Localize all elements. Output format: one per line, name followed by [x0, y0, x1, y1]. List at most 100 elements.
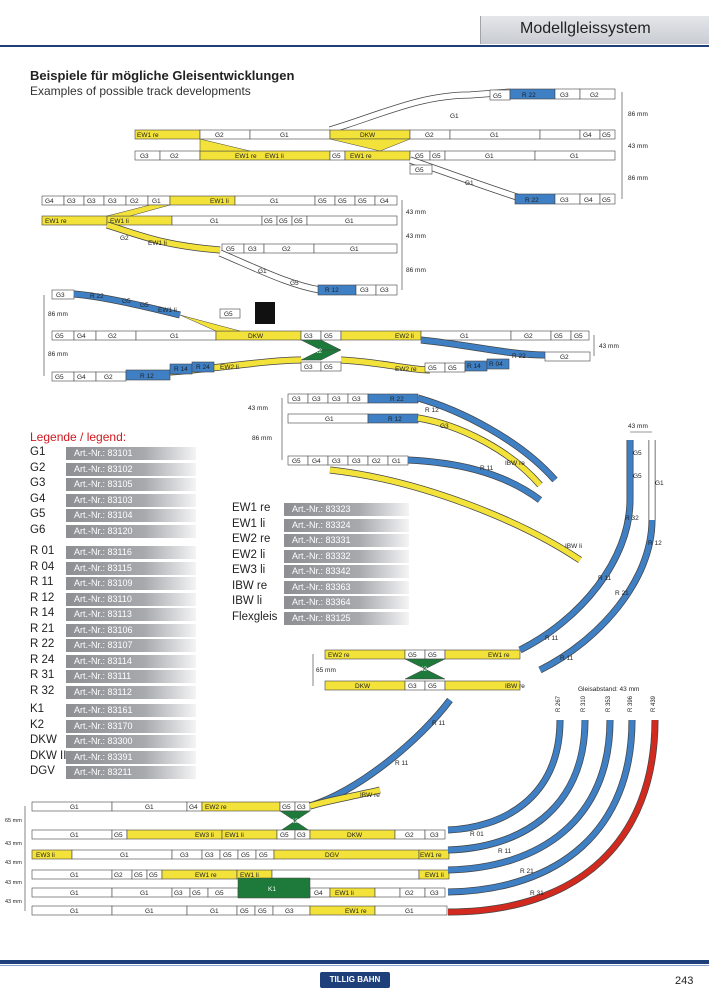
svg-text:G1: G1 — [465, 180, 474, 187]
svg-text:G5: G5 — [428, 365, 437, 372]
svg-text:G5: G5 — [55, 374, 64, 381]
svg-text:G1: G1 — [270, 198, 279, 205]
legend-col2-item-name: EW2 re — [232, 533, 271, 545]
radius-label-439: R 439 — [651, 695, 657, 712]
svg-text:DKW: DKW — [347, 832, 363, 839]
legend-col1-item-name: G3 — [30, 477, 46, 489]
svg-text:EW1 li: EW1 li — [210, 198, 229, 205]
legend-col1-item-name: G4 — [30, 492, 46, 505]
svg-text:G5: G5 — [280, 832, 289, 839]
svg-text:G1: G1 — [170, 333, 179, 340]
svg-text:G5: G5 — [428, 683, 437, 690]
svg-text:G4: G4 — [584, 197, 593, 204]
legend-col1-item-name: R 24 — [30, 653, 55, 666]
svg-text:G5: G5 — [633, 450, 642, 457]
legend-col1-item-name: R 14 — [30, 607, 55, 619]
svg-text:G5: G5 — [324, 333, 333, 340]
svg-text:K2: K2 — [314, 348, 322, 355]
dim-43-a: 43 mm — [628, 143, 648, 150]
svg-text:G3: G3 — [304, 333, 313, 340]
svg-text:G5: G5 — [318, 198, 327, 205]
svg-text:G5: G5 — [554, 333, 563, 340]
svg-text:G1: G1 — [120, 852, 129, 859]
svg-text:G3: G3 — [430, 832, 439, 839]
legend-col1-item-name: R 12 — [30, 591, 55, 604]
legend-col1-item-article-number: Art.-Nr.: 83110 — [66, 592, 196, 606]
legend-col1-item-name: DKW II — [30, 749, 67, 762]
svg-text:R 24: R 24 — [196, 364, 210, 371]
dim-43-c: 43 mm — [406, 233, 426, 240]
svg-text:EW1 li: EW1 li — [425, 872, 444, 879]
svg-text:R 11: R 11 — [560, 655, 574, 662]
dim-43-d: 43 mm — [599, 343, 619, 350]
dim-43-i: 43 mm — [5, 880, 22, 886]
svg-text:G3: G3 — [140, 153, 149, 160]
dim-43-b: 43 mm — [406, 209, 426, 216]
svg-text:G1: G1 — [152, 198, 161, 205]
svg-text:R 14: R 14 — [467, 363, 481, 370]
legend-col2-item-article-number: Art.-Nr.: 83332 — [284, 549, 409, 563]
legend-col2-item-name: EW1 li — [232, 517, 266, 530]
svg-text:G3: G3 — [108, 198, 117, 205]
svg-text:G1: G1 — [490, 132, 499, 139]
svg-text:G2: G2 — [120, 235, 129, 242]
legend-col1-item-article-number: Art.-Nr.: 83391 — [66, 750, 196, 764]
legend-col1-item-article-number: Art.-Nr.: 83161 — [66, 704, 196, 717]
svg-text:G5: G5 — [428, 652, 437, 659]
svg-text:EW2 re: EW2 re — [395, 366, 417, 373]
svg-text:G1: G1 — [655, 480, 664, 487]
svg-text:G1: G1 — [145, 804, 154, 811]
legend-col2-item-article-number: Art.-Nr.: 83363 — [284, 580, 409, 594]
svg-text:R 22: R 22 — [522, 92, 536, 99]
svg-text:G5: G5 — [282, 804, 291, 811]
legend-col1-item-article-number: Art.-Nr.: 83103 — [66, 493, 196, 507]
svg-text:G3: G3 — [297, 804, 306, 811]
svg-text:G3: G3 — [56, 292, 65, 299]
header-tab — [480, 16, 709, 44]
svg-text:IBW li: IBW li — [565, 543, 582, 550]
svg-text:EW3 li: EW3 li — [36, 852, 55, 859]
dim-43-e: 43 mm — [628, 423, 648, 430]
svg-text:G3: G3 — [352, 396, 361, 403]
svg-text:G2: G2 — [282, 246, 291, 253]
svg-text:EW1 re: EW1 re — [195, 872, 217, 879]
svg-text:R 22: R 22 — [525, 197, 539, 204]
svg-text:R 21: R 21 — [520, 868, 534, 875]
svg-text:G1: G1 — [145, 908, 154, 915]
svg-text:G1: G1 — [485, 153, 494, 160]
legend-col1-item-article-number: Art.-Nr.: 83107 — [66, 639, 196, 652]
svg-text:G3: G3 — [292, 396, 301, 403]
svg-text:G5: G5 — [324, 364, 333, 371]
svg-text:R 01: R 01 — [470, 831, 484, 838]
header-title: Modellgleissystem — [520, 20, 651, 37]
dim-86-f: 86 mm — [252, 435, 272, 442]
svg-text:IBW re: IBW re — [505, 683, 525, 690]
dim-43-j: 43 mm — [5, 899, 22, 905]
svg-text:EW3 li: EW3 li — [195, 832, 214, 839]
svg-text:G2: G2 — [372, 458, 381, 465]
svg-text:G4: G4 — [314, 890, 323, 897]
svg-text:EW1 re: EW1 re — [45, 218, 67, 225]
svg-text:G5: G5 — [279, 218, 288, 225]
svg-text:G5: G5 — [294, 218, 303, 225]
dim-86-d: 86 mm — [48, 311, 68, 318]
svg-text:G3: G3 — [248, 246, 257, 253]
radius-label-310: R 310 — [581, 695, 587, 712]
legend-col1-item-article-number: Art.-Nr.: 83112 — [66, 685, 196, 699]
svg-text:G1: G1 — [350, 246, 359, 253]
page-number: 243 — [675, 975, 694, 987]
svg-text:R 12: R 12 — [140, 373, 154, 380]
legend-col1-item-name: G5 — [30, 508, 46, 520]
svg-text:G3: G3 — [180, 852, 189, 859]
legend-col1-item-name: R 22 — [30, 638, 55, 650]
svg-text:EW2 re: EW2 re — [328, 652, 350, 659]
legend-col1-item-article-number: Art.-Nr.: 83120 — [66, 524, 196, 538]
svg-text:G5: G5 — [240, 908, 249, 915]
legend-col1-item-name: R 11 — [30, 576, 54, 588]
svg-text:G2: G2 — [590, 92, 599, 99]
svg-text:G5: G5 — [264, 218, 273, 225]
svg-text:G5: G5 — [192, 890, 201, 897]
svg-text:G5: G5 — [259, 852, 268, 859]
